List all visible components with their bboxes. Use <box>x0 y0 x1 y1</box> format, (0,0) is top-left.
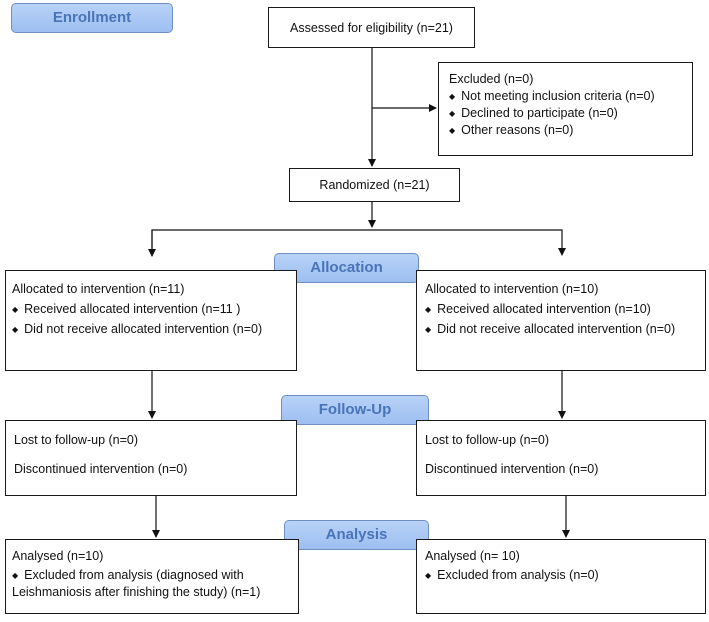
assessed-box: Assessed for eligibility (n=21) <box>268 7 475 48</box>
right-allocation-box: Allocated to intervention (n=10) Receive… <box>416 270 706 371</box>
right-lost-text: Lost to follow-up (n=0) <box>425 433 550 447</box>
stage-follow-up: Follow-Up <box>281 395 429 425</box>
excluded-box: Excluded (n=0) Not meeting inclusion cri… <box>438 62 693 156</box>
stage-analysis: Analysis <box>284 520 429 550</box>
right-excluded-analysis-text: Excluded from analysis (n=0) <box>425 567 705 584</box>
left-discontinued-text: Discontinued intervention (n=0) <box>14 462 188 476</box>
left-allocated-text: Allocated to intervention (n=11) <box>12 282 185 296</box>
excluded-item: Declined to participate (n=0) <box>449 105 692 122</box>
left-not-received-text: Did not receive allocated intervention (… <box>12 321 296 338</box>
left-analysed-text: Analysed (n=10) <box>12 549 104 563</box>
left-follow-up-box: Lost to follow-up (n=0) Discontinued int… <box>5 420 297 496</box>
right-discontinued-text: Discontinued intervention (n=0) <box>425 462 599 476</box>
stage-allocation: Allocation <box>274 253 419 283</box>
left-analysis-box: Analysed (n=10) Excluded from analysis (… <box>5 539 299 614</box>
excluded-item: Not meeting inclusion criteria (n=0) <box>449 88 692 105</box>
assessed-text: Assessed for eligibility (n=21) <box>290 21 453 35</box>
stage-enrollment: Enrollment <box>11 3 173 33</box>
left-received-text: Received allocated intervention (n=11 ) <box>12 301 296 318</box>
line-split <box>151 229 566 256</box>
excluded-title: Excluded (n=0) <box>449 72 534 86</box>
right-analysed-text: Analysed (n= 10) <box>425 549 520 563</box>
left-excluded-analysis-text: Excluded from analysis (diagnosed with L… <box>12 567 294 601</box>
randomized-text: Randomized (n=21) <box>319 178 430 192</box>
left-allocation-box: Allocated to intervention (n=11) Receive… <box>5 270 297 371</box>
right-received-text: Received allocated intervention (n=10) <box>425 301 705 318</box>
excluded-item: Other reasons (n=0) <box>449 122 692 139</box>
right-not-received-text: Did not receive allocated intervention (… <box>425 321 705 338</box>
right-analysis-box: Analysed (n= 10) Excluded from analysis … <box>416 539 706 614</box>
left-lost-text: Lost to follow-up (n=0) <box>14 433 139 447</box>
randomized-box: Randomized (n=21) <box>289 168 460 202</box>
right-allocated-text: Allocated to intervention (n=10) <box>425 282 599 296</box>
right-follow-up-box: Lost to follow-up (n=0) Discontinued int… <box>416 420 706 496</box>
